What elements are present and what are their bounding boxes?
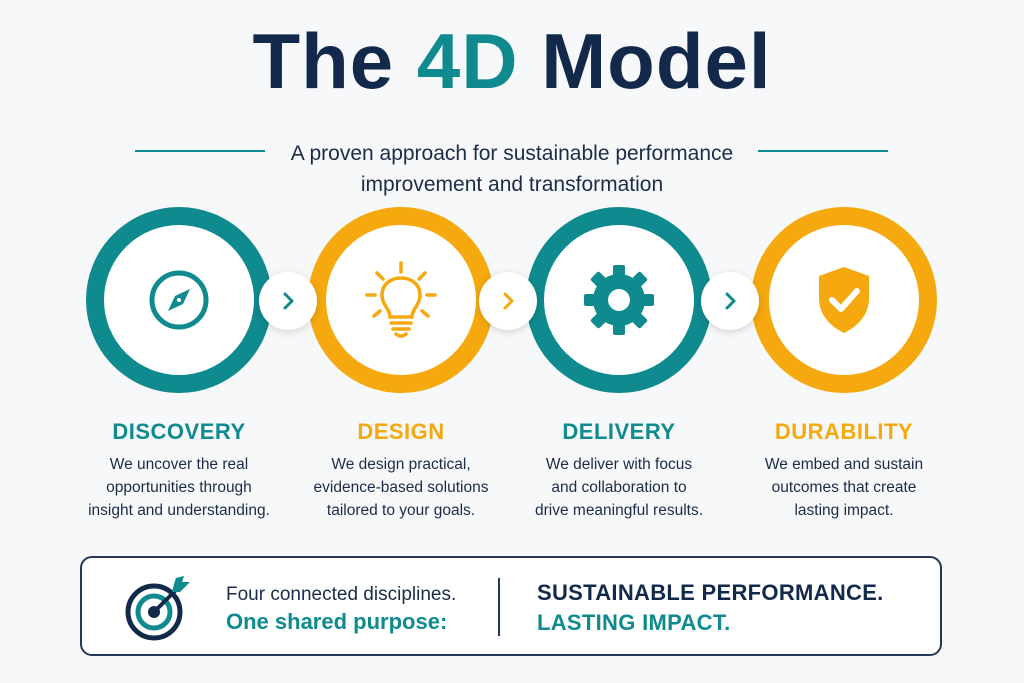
lightbulb-icon [365, 261, 437, 338]
subtitle-line-2: improvement and transformation [360, 173, 664, 196]
connector-2 [479, 272, 537, 330]
desc-line: opportunities through [106, 479, 252, 496]
connector-3 [701, 272, 759, 330]
stage-label-design: DESIGN [357, 419, 445, 444]
title-accent: 4D [416, 17, 519, 105]
stage-label-delivery: DELIVERY [562, 419, 676, 444]
subtitle-line-1: A proven approach for sustainable perfor… [290, 142, 734, 165]
stage-desc-durability: We embed and sustain outcomes that creat… [724, 453, 964, 522]
stage-design-circle [308, 207, 494, 393]
compass-icon [149, 270, 209, 330]
desc-line: We uncover the real [109, 456, 249, 473]
stage-delivery-circle [526, 207, 712, 393]
desc-line: We embed and sustain [764, 456, 924, 473]
stage-desc-discovery: We uncover the real opportunities throug… [59, 453, 299, 522]
gear-icon [584, 265, 654, 335]
purpose-banner: Four connected disciplines. One shared p… [80, 556, 942, 656]
desc-line: drive meaningful results. [535, 502, 703, 519]
desc-line: and collaboration to [551, 479, 687, 496]
banner-line-4: LASTING IMPACT. [537, 610, 731, 635]
stage-durability-circle [751, 207, 937, 393]
title-part-1: The [252, 17, 417, 105]
desc-line: evidence-based solutions [313, 479, 489, 496]
chevron-right-icon [283, 292, 294, 310]
desc-line: We design practical, [331, 456, 471, 473]
desc-line: tailored to your goals. [326, 502, 476, 519]
subtitle-rule-right [758, 150, 888, 152]
banner-line-1: Four connected disciplines. [226, 584, 457, 605]
desc-line: outcomes that create [771, 479, 917, 496]
title-part-2: Model [518, 17, 772, 105]
banner-divider [498, 578, 500, 636]
chevron-right-icon [503, 292, 514, 310]
stage-label-discovery: DISCOVERY [112, 419, 246, 444]
stage-desc-delivery: We deliver with focus and collaboration … [499, 453, 739, 522]
desc-line: lasting impact. [794, 502, 894, 519]
subtitle-rule-left [135, 150, 265, 152]
banner-line-2: One shared purpose: [226, 609, 448, 634]
stage-discovery-circle [86, 207, 272, 393]
desc-line: We deliver with focus [545, 456, 693, 473]
chevron-right-icon [725, 292, 736, 310]
page-title: The 4D Model [0, 22, 1024, 100]
subtitle: A proven approach for sustainable perfor… [270, 138, 754, 200]
target-icon [125, 576, 190, 641]
banner-line-3: SUSTAINABLE PERFORMANCE. [537, 580, 884, 605]
desc-line: insight and understanding. [88, 502, 270, 519]
shield-check-icon [819, 267, 869, 333]
stage-desc-design: We design practical, evidence-based solu… [281, 453, 521, 522]
connector-1 [259, 272, 317, 330]
stage-label-durability: DURABILITY [774, 419, 914, 444]
